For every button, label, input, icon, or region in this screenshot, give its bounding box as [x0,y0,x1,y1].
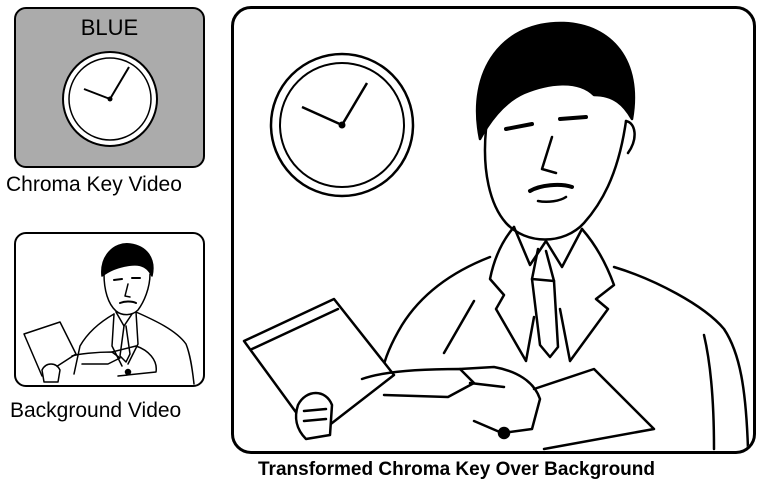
background-video-caption: Background Video [10,399,181,423]
clock-icon [271,54,413,196]
composite-illustration [234,9,753,451]
background-video-panel [14,232,205,387]
chroma-key-caption: Chroma Key Video [6,173,182,197]
presenter-figure [16,234,205,387]
composite-caption: Transformed Chroma Key Over Background [258,459,655,481]
composite-output-panel [231,6,756,454]
clock-icon [16,9,205,168]
chroma-key-video-panel: BLUE [14,7,205,168]
